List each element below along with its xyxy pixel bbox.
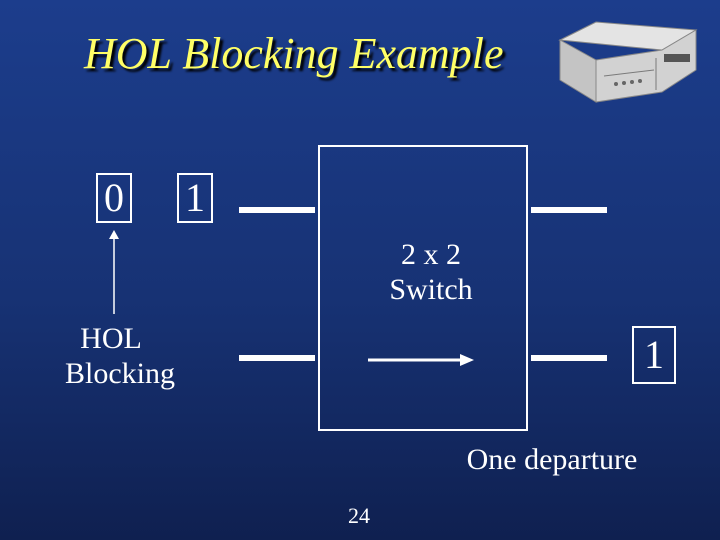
departure-label: One departure [466, 443, 638, 476]
switch-box [318, 145, 528, 431]
head-of-line-packet: 1 [177, 173, 213, 223]
hol-label-line1: HOL [80, 322, 142, 355]
switch-label: 2 x 2 Switch [318, 238, 528, 307]
hol-label-line2: Blocking [65, 356, 175, 390]
input-port-2-line [239, 355, 315, 361]
hol-arrow [109, 230, 119, 314]
page-number: 24 [348, 503, 370, 528]
network-switch-icon [558, 21, 698, 103]
queued-packet: 0 [96, 173, 132, 223]
forwarding-arrow [368, 354, 474, 366]
switch-label-line2: Switch [389, 272, 473, 306]
input-port-1-line [239, 207, 315, 213]
switch-label-line1: 2 x 2 [401, 238, 461, 271]
output-port-2-line [531, 355, 607, 361]
hol-blocking-label: HOL Blocking [40, 322, 200, 391]
slide-title: HOL Blocking Example [84, 29, 504, 78]
output-port-1-line [531, 207, 607, 213]
departed-packet: 1 [632, 326, 676, 384]
